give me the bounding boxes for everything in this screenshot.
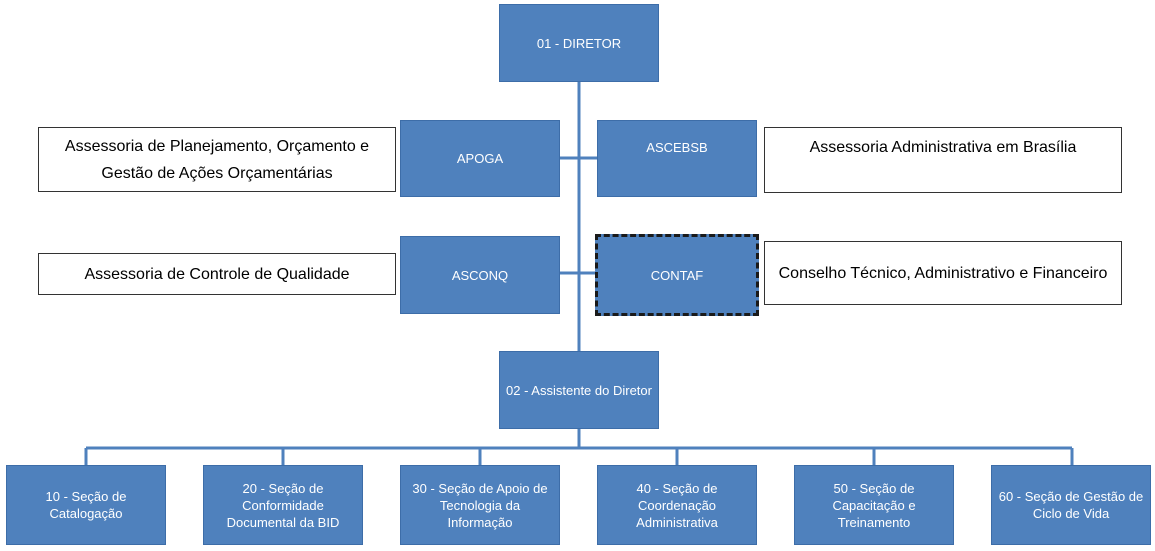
assistant-box[interactable]: 02 - Assistente do Diretor — [499, 351, 659, 429]
section-10-box[interactable]: 10 - Seção de Catalogação — [6, 465, 166, 545]
apoga-description: Assessoria de Planejamento, Orçamento e … — [38, 127, 396, 192]
director-box[interactable]: 01 - DIRETOR — [499, 4, 659, 82]
apoga-box[interactable]: APOGA — [400, 120, 560, 197]
ascebsb-description: Assessoria Administrativa em Brasília — [764, 127, 1122, 193]
section-50-box[interactable]: 50 - Seção de Capacitação e Treinamento — [794, 465, 954, 545]
asconq-box[interactable]: ASCONQ — [400, 236, 560, 314]
asconq-description: Assessoria de Controle de Qualidade — [38, 253, 396, 295]
ascebsb-box[interactable]: ASCEBSB — [597, 120, 757, 197]
section-40-box[interactable]: 40 - Seção de Coordenação Administrativa — [597, 465, 757, 545]
section-30-box[interactable]: 30 - Seção de Apoio de Tecnologia da Inf… — [400, 465, 560, 545]
contaf-description: Conselho Técnico, Administrativo e Finan… — [764, 241, 1122, 305]
contaf-box[interactable]: CONTAF — [595, 234, 759, 316]
section-60-box[interactable]: 60 - Seção de Gestão de Ciclo de Vida — [991, 465, 1151, 545]
section-20-box[interactable]: 20 - Seção de Conformidade Documental da… — [203, 465, 363, 545]
